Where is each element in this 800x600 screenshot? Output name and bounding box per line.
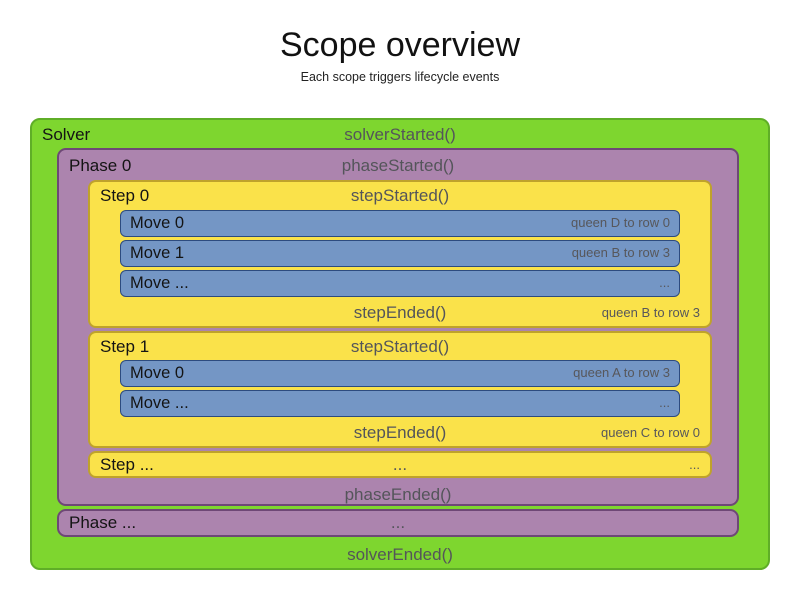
step-more-scope-box: Step ... ... ... (88, 451, 712, 478)
phase0-ended-event: phaseEnded() (344, 485, 452, 504)
move-box: Move 0 queen D to row 0 (120, 210, 680, 237)
move-label: Move ... (130, 274, 189, 292)
move-label: Move 0 (130, 214, 185, 232)
move-box: Move ... ... (120, 390, 680, 417)
step-more-center-text: ... (392, 455, 408, 474)
solver-ended-event: solverEnded() (347, 545, 453, 564)
move-annotation: queen D to row 0 (570, 215, 670, 230)
page-title: Scope overview (279, 26, 520, 64)
solver-header-row: Solver solverStarted() (32, 120, 768, 150)
step1-started-event: stepStarted() (350, 337, 450, 356)
solver-ended-row: solverEnded() (32, 541, 768, 569)
step1-ended-annotation: queen C to row 0 (600, 425, 700, 440)
step-more-label: Step ... (100, 455, 154, 474)
step1-header-row: Step 1 stepStarted() (90, 333, 710, 361)
move-row: Move 0 queen A to row 3 (121, 361, 679, 386)
solver-started-event: solverStarted() (344, 125, 456, 144)
step1-label: Step 1 (100, 337, 150, 356)
move-box: Move 1 queen B to row 3 (120, 240, 680, 267)
step0-ended-annotation: queen B to row 3 (601, 305, 700, 320)
move-row: Move 0 queen D to row 0 (121, 211, 679, 236)
phase0-started-event: phaseStarted() (341, 156, 455, 175)
step0-started-event: stepStarted() (350, 186, 450, 205)
phase-more-label: Phase ... (69, 513, 137, 532)
move-label: Move 0 (130, 364, 185, 382)
move-box: Move 0 queen A to row 3 (120, 360, 680, 387)
step0-ended-event: stepEnded() (353, 303, 447, 322)
phase-more-row: Phase ... ... (59, 510, 737, 536)
step0-header-row: Step 0 stepStarted() (90, 182, 710, 210)
step-more-row: Step ... ... ... (90, 452, 710, 478)
move-annotation: ... (659, 275, 670, 290)
step1-ended-event: stepEnded() (353, 423, 447, 442)
phase0-label: Phase 0 (69, 156, 132, 175)
move-row: Move 1 queen B to row 3 (121, 241, 679, 266)
move-row: Move ... ... (121, 271, 679, 296)
phase0-scope-box: Phase 0 phaseStarted() Step 0 stepStarte… (57, 148, 739, 506)
step1-ended-row: stepEnded() queen C to row 0 (90, 419, 710, 447)
step0-scope-box: Step 0 stepStarted() Move 0 queen D to r… (88, 180, 712, 328)
phase0-header-row: Phase 0 phaseStarted() (59, 151, 737, 181)
move-annotation: queen A to row 3 (573, 365, 670, 380)
solver-scope-box: Solver solverStarted() Phase 0 phaseStar… (30, 118, 770, 570)
move-label: Move 1 (130, 244, 185, 262)
phase0-ended-row: phaseEnded() (59, 481, 737, 508)
page-subtitle: Each scope triggers lifecycle events (300, 70, 500, 84)
move-row: Move ... ... (121, 391, 679, 416)
phase-more-scope-box: Phase ... ... (57, 509, 739, 537)
move-annotation: queen B to row 3 (571, 245, 670, 260)
solver-label: Solver (42, 125, 91, 144)
move-annotation: ... (659, 395, 670, 410)
move-label: Move ... (130, 394, 189, 412)
step1-scope-box: Step 1 stepStarted() Move 0 queen A to r… (88, 331, 712, 448)
step0-ended-row: stepEnded() queen B to row 3 (90, 299, 710, 327)
step0-label: Step 0 (100, 186, 150, 205)
move-box: Move ... ... (120, 270, 680, 297)
step-more-right-text: ... (689, 457, 700, 472)
phase-more-center-text: ... (390, 513, 406, 532)
